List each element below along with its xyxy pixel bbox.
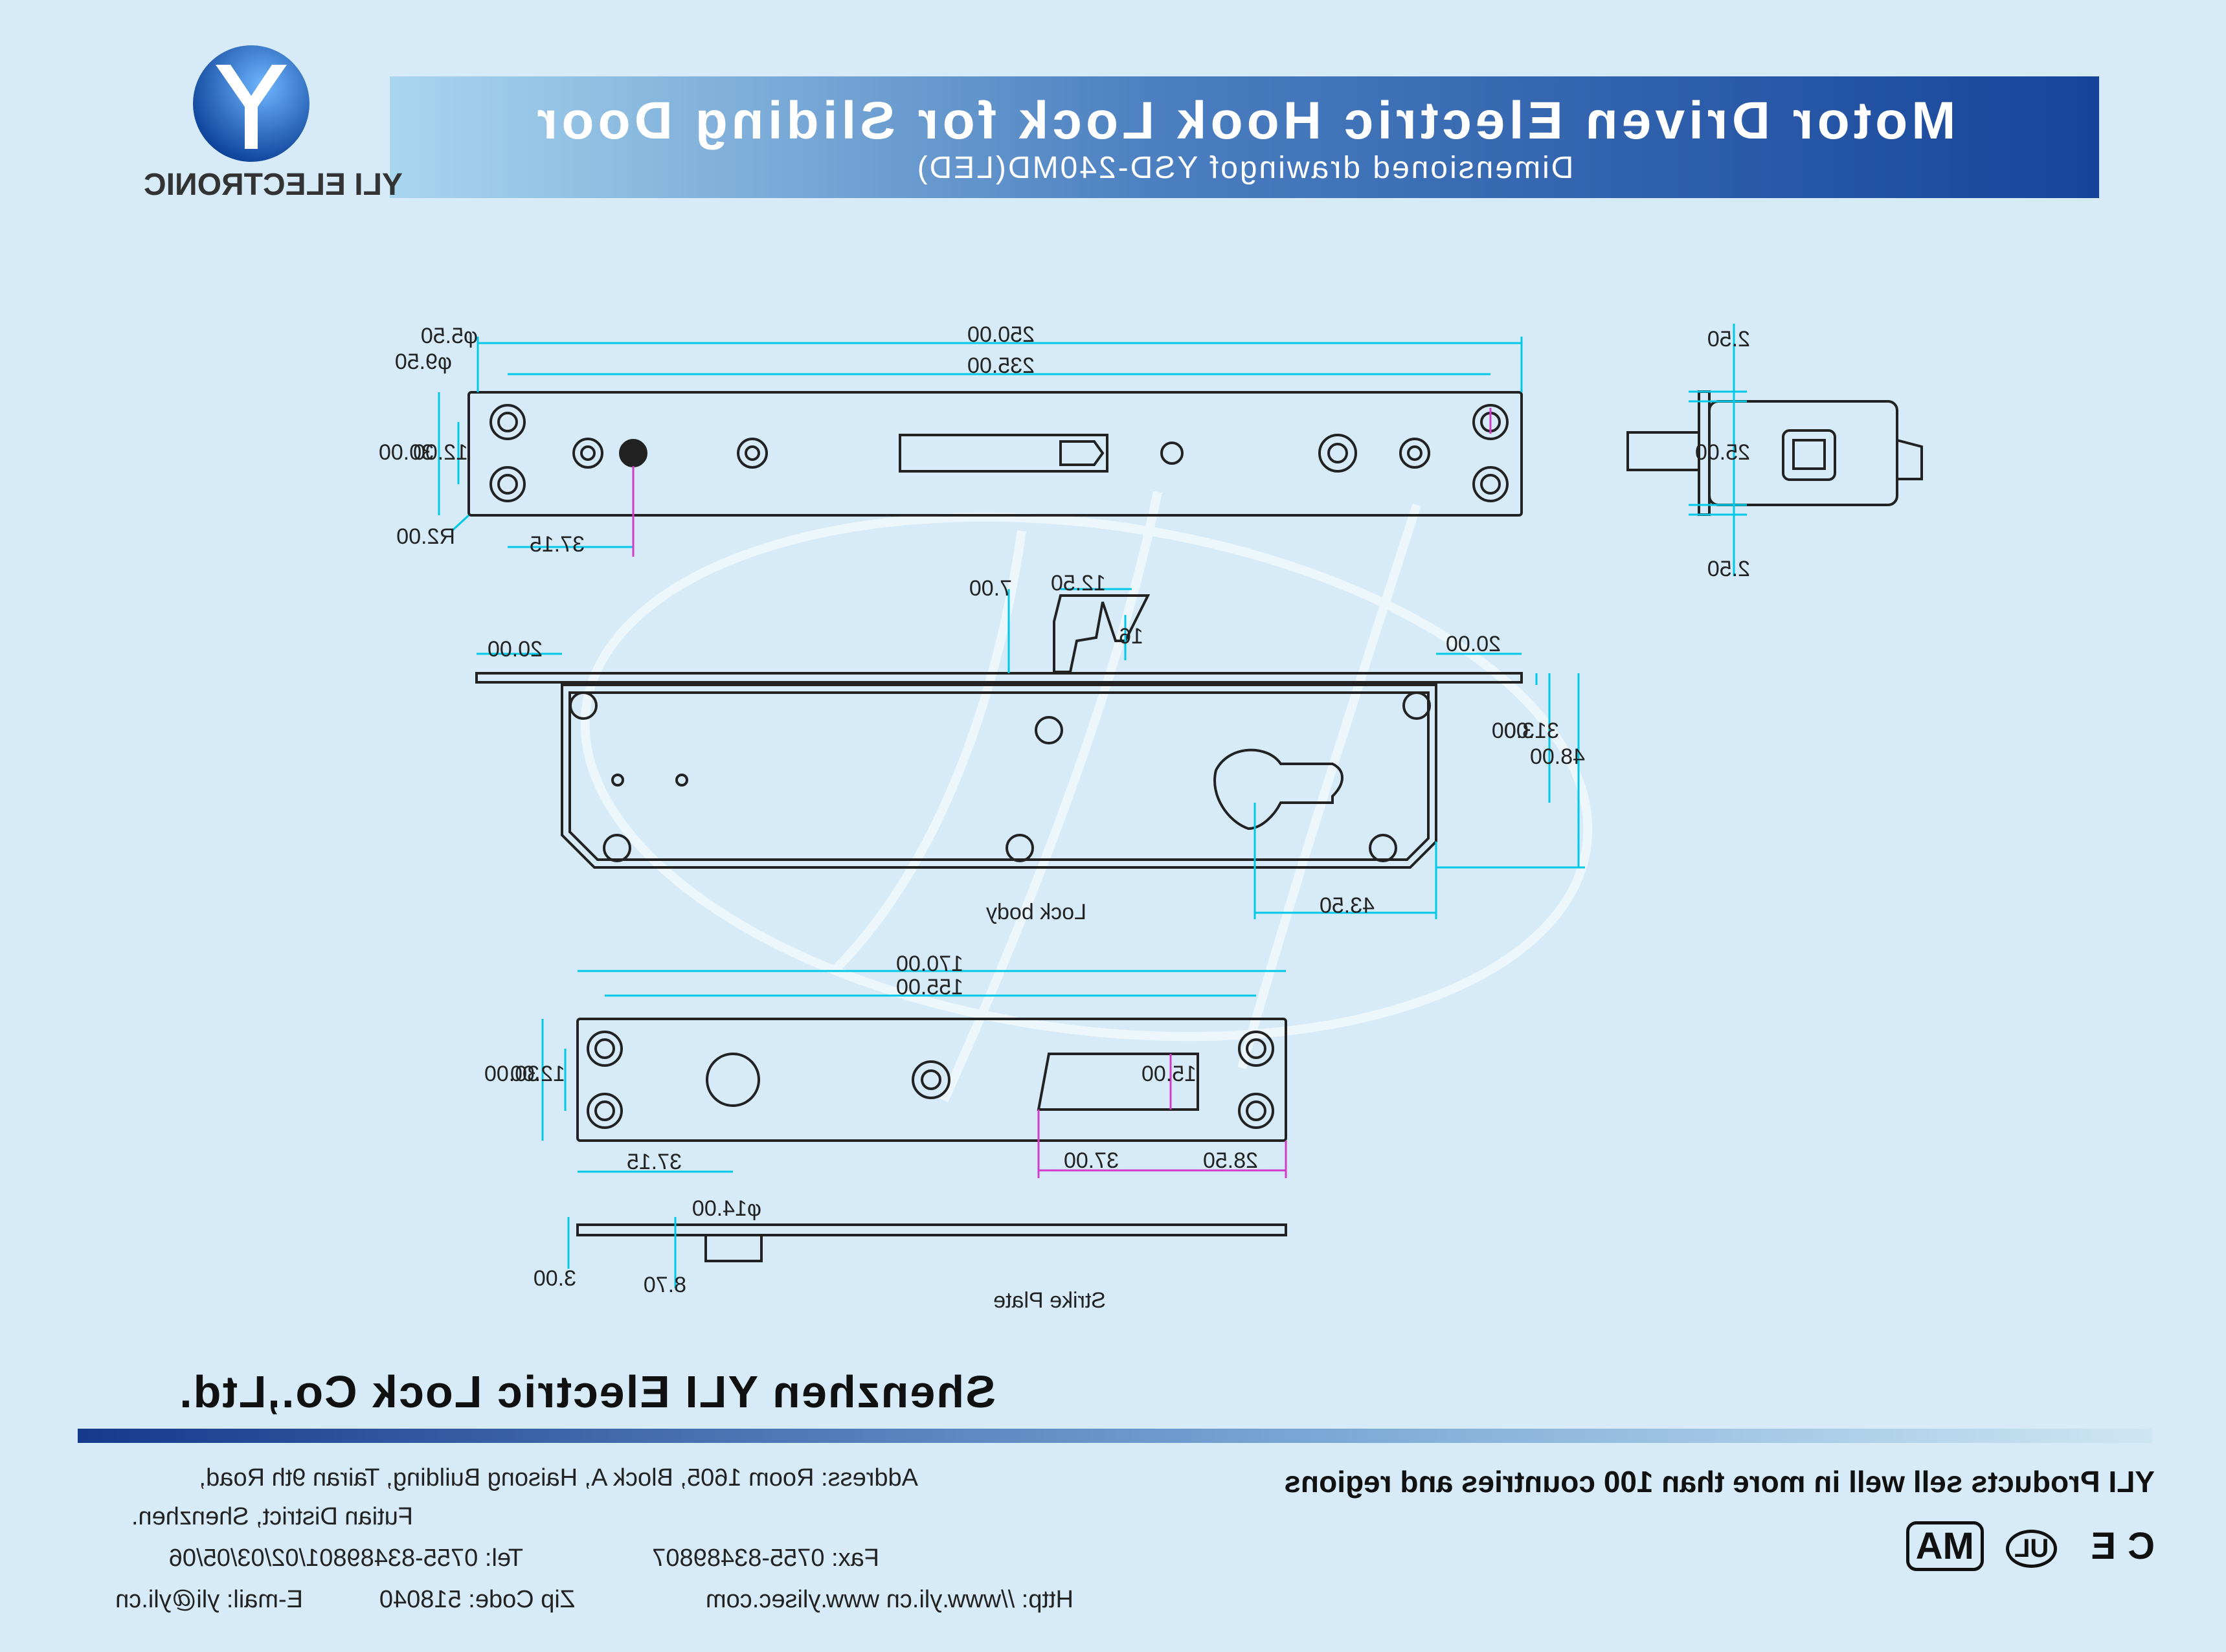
dim-faceplate-width: 30.00	[378, 440, 434, 465]
certification-marks: CE UL MA	[1906, 1521, 2155, 1571]
lock-body-label: Lock body	[986, 900, 1086, 924]
dim-strike-boss-height: 8.70	[643, 1273, 686, 1297]
company-website: Http: //www.yli.cn www.ylisec.com	[706, 1586, 1074, 1613]
company-name: Shenzhen YLI Electric Lock Co.,Ltd.	[178, 1367, 996, 1417]
ul-mark-icon: UL	[2005, 1530, 2058, 1568]
side-view	[1626, 390, 1923, 516]
company-address-line1: Address: Room 1605, Block A, Haisong Bui…	[199, 1464, 918, 1491]
dim-body-cylinder-depth: 31.00	[1503, 719, 1559, 743]
company-slogan: YLI Products sell well in more than 100 …	[1284, 1465, 2155, 1499]
dim-side-mid: 25.00	[1694, 440, 1750, 465]
strike-plate-dims	[541, 970, 1286, 1288]
dim-strike-thickness: 3.00	[533, 1266, 576, 1291]
lock-body-dims	[477, 588, 1585, 919]
dim-faceplate-hole-small: φ5.50	[420, 324, 478, 348]
dim-strike-hole-span: 155.00	[896, 975, 963, 999]
dim-strike-slot-height: 15.00	[1141, 1062, 1197, 1086]
dim-body-backset: 43.50	[1319, 893, 1375, 918]
dim-body-right-margin: 20.00	[487, 637, 543, 662]
company-tel: Tel: 0755-83489801/02/03/05/06	[168, 1545, 523, 1572]
company-fax: Fax: 0755-83489807	[652, 1545, 879, 1572]
brand-logo-icon	[193, 45, 309, 162]
dim-hook-offset: 7.00	[969, 576, 1012, 601]
side-view-dims	[1689, 324, 1747, 576]
dim-strike-slot-offset: 28.50	[1202, 1148, 1258, 1173]
lock-body-view	[475, 594, 1523, 869]
dim-strike-hole-offset: 37.15	[626, 1150, 682, 1174]
dim-faceplate-radius: R2.00	[396, 524, 455, 549]
dim-strike-boss-diameter: φ14.00	[691, 1196, 761, 1221]
dim-faceplate-hole-large: φ9.50	[394, 350, 452, 374]
dim-body-depth: 48.00	[1529, 744, 1585, 769]
dim-faceplate-length: 250.00	[967, 322, 1035, 347]
dim-strike-length: 170.00	[896, 952, 963, 976]
faceplate-view	[467, 391, 1523, 517]
dim-strike-width: 30.00	[484, 1062, 539, 1086]
watermark	[580, 491, 1593, 1102]
ce-mark-icon: CE	[2079, 1525, 2155, 1567]
footer-divider	[78, 1429, 2152, 1443]
ma-mark-icon: MA	[1906, 1521, 1984, 1571]
faceplate-dims-magenta	[632, 408, 1492, 557]
strike-plate-view	[576, 1018, 1287, 1262]
company-address-line2: Futian District, Shenzhen.	[131, 1503, 413, 1530]
strike-plate-dims-magenta	[1037, 1054, 1287, 1178]
dim-strike-slot-length: 37.00	[1063, 1148, 1119, 1173]
dim-side-bottom: 2.50	[1707, 557, 1750, 581]
dim-side-top: 2.50	[1707, 327, 1750, 352]
faceplate-dims	[438, 337, 1523, 557]
dim-hook-width: 12.50	[1050, 571, 1106, 596]
dim-body-left-margin: 20.00	[1445, 632, 1501, 656]
dim-faceplate-hole-span: 235.00	[967, 353, 1035, 378]
company-email: E-mail: yli@yli.cn	[115, 1586, 303, 1613]
company-zip: Zip Code: 518040	[379, 1586, 575, 1613]
dim-hook-height: 16	[1119, 624, 1143, 649]
strike-plate-label: Strike Plate	[993, 1288, 1106, 1313]
dim-faceplate-offset: 37.15	[529, 532, 585, 557]
